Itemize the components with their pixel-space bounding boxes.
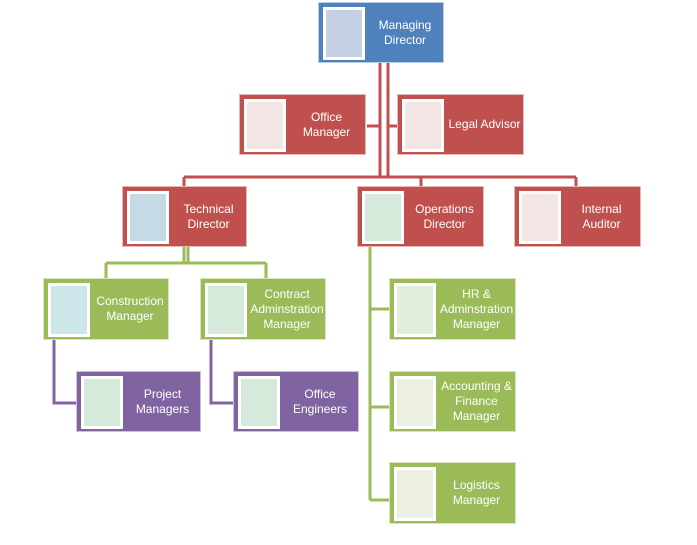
node-label: Operations Director <box>415 201 474 231</box>
avatar-placeholder <box>323 7 365 60</box>
avatar-placeholder <box>394 376 436 429</box>
avatar-placeholder <box>519 191 561 244</box>
avatar-placeholder <box>244 99 286 152</box>
node-internal-auditor[interactable]: Internal Auditor <box>514 186 641 247</box>
node-label: Accounting & Finance Manager <box>441 379 512 423</box>
node-label: Office Manager <box>302 109 351 139</box>
avatar-placeholder <box>205 283 247 337</box>
avatar-placeholder <box>81 376 123 429</box>
avatar-placeholder <box>48 283 90 337</box>
node-technical-director[interactable]: Technical Director <box>122 186 247 247</box>
node-label: Project Managers <box>135 386 190 416</box>
node-label: Contract Adminstration Manager <box>250 286 324 331</box>
node-label: Internal Auditor <box>581 201 622 231</box>
avatar-placeholder <box>238 376 280 429</box>
node-legal-advisor[interactable]: Legal Advisor <box>397 94 524 155</box>
node-accounting-finance-manager[interactable]: Accounting & Finance Manager <box>389 371 516 432</box>
node-label: Construction Manager <box>96 294 164 323</box>
connector-office-engineers <box>209 340 233 405</box>
node-managing-director[interactable]: Managing Director <box>318 2 444 63</box>
avatar-placeholder <box>394 467 436 521</box>
node-construction-manager[interactable]: Construction Manager <box>43 278 169 340</box>
avatar-placeholder <box>394 283 436 337</box>
avatar-placeholder <box>362 191 404 244</box>
node-operations-director[interactable]: Operations Director <box>357 186 484 247</box>
node-label: Legal Advisor <box>448 117 521 131</box>
connector-project-managers <box>52 340 76 405</box>
node-contract-administration-manager[interactable]: Contract Adminstration Manager <box>200 278 326 340</box>
node-office-manager[interactable]: Office Manager <box>239 94 366 155</box>
node-project-managers[interactable]: Project Managers <box>76 371 201 432</box>
node-label: Logistics Manager <box>452 478 501 507</box>
node-hr-administration-manager[interactable]: HR & Adminstration Manager <box>389 278 516 340</box>
node-label: HR & Adminstration Manager <box>439 286 514 331</box>
node-logistics-manager[interactable]: Logistics Manager <box>389 462 516 524</box>
node-label: Technical Director <box>183 201 234 231</box>
avatar-placeholder <box>402 99 444 152</box>
node-label: Managing Director <box>378 17 432 47</box>
node-label: Office Engineers <box>292 386 348 416</box>
avatar-placeholder <box>127 191 169 244</box>
node-office-engineers[interactable]: Office Engineers <box>233 371 359 432</box>
